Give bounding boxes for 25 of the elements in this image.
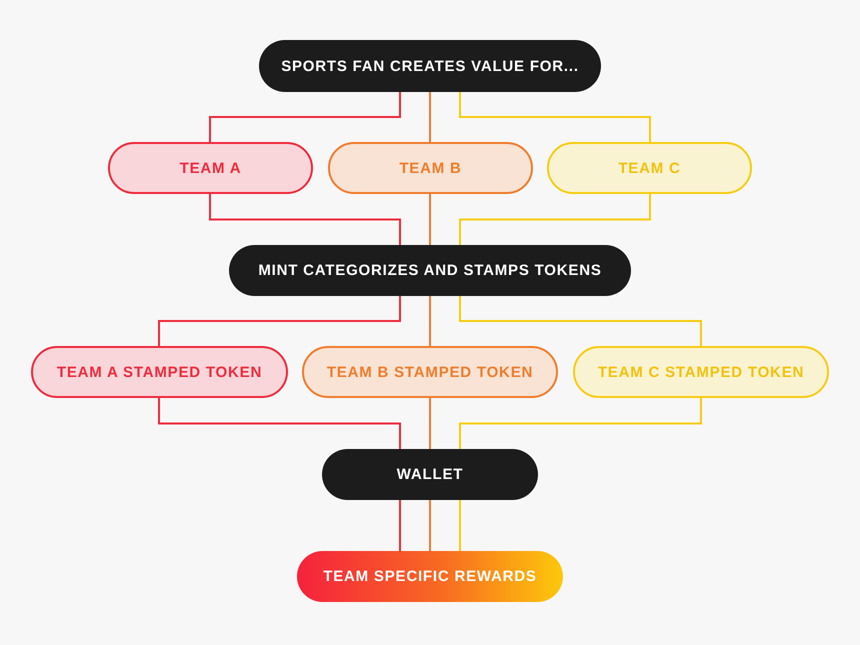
connector-line <box>429 500 431 551</box>
connector-line <box>459 194 651 245</box>
step-pill: MINT CATEGORIZES AND STAMPS TOKENS <box>229 245 631 296</box>
connector-line <box>459 92 651 142</box>
team-pill: TEAM B STAMPED TOKEN <box>302 346 558 398</box>
connector-line <box>158 398 401 449</box>
team-pill: TEAM A <box>108 142 313 194</box>
connector-line <box>209 92 401 142</box>
connector-line <box>429 194 431 245</box>
connector-line <box>429 296 431 346</box>
connector-line <box>429 398 431 449</box>
team-pill: TEAM A STAMPED TOKEN <box>31 346 288 398</box>
connector-line <box>429 92 431 142</box>
step-pill: WALLET <box>322 449 538 500</box>
connector-line <box>459 398 702 449</box>
connector-line <box>399 500 401 551</box>
team-pill: TEAM B <box>328 142 533 194</box>
connector-line <box>209 194 401 245</box>
team-pill: TEAM C <box>547 142 752 194</box>
step-pill: SPORTS FAN CREATES VALUE FOR... <box>259 40 601 92</box>
team-pill: TEAM SPECIFIC REWARDS <box>297 551 563 602</box>
connector-line <box>158 296 401 346</box>
team-pill: TEAM C STAMPED TOKEN <box>573 346 829 398</box>
connector-line <box>459 500 461 551</box>
connector-line <box>459 296 702 346</box>
